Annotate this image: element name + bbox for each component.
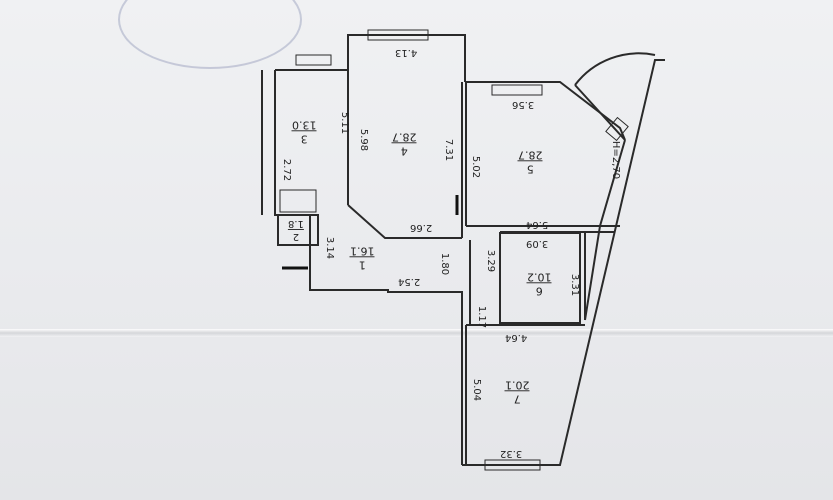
dim-5-04: 5.04 [471,378,483,402]
dim-3-56: 3.56 [512,99,535,110]
wall-room5-top [465,81,626,141]
room-area: 28.7 [518,148,543,162]
room-number: 3 [292,130,317,145]
room-2-label: 2 1.8 [288,218,304,242]
dim-1-17: 1.17 [476,305,488,329]
window-room4 [367,29,429,41]
room-number: 4 [392,142,417,157]
dim-7-31: 7.31 [443,138,455,162]
room-5-label: 5 28.7 [518,148,543,175]
room-4-label: 4 28.7 [392,130,417,157]
window-room7 [484,459,541,471]
dim-3-29: 3.29 [485,249,497,273]
dim-2-54: 2.54 [398,276,421,287]
room-3-label: 3 13.0 [292,118,317,145]
wall-right-inner [584,139,626,321]
room-area: 1.8 [288,218,304,230]
room-7-label: 7 20.1 [505,378,530,405]
dim-4-13: 4.13 [395,47,418,58]
wall-right-outer [462,59,665,466]
window-room3 [295,54,332,66]
wall-room4-bottom [347,204,462,239]
window-room5 [491,84,543,96]
balcony-line [574,84,626,141]
dim-4-64: 4.64 [505,332,528,343]
dim-3-32: 3.32 [500,448,523,459]
dim-3-31: 3.31 [569,273,581,297]
room-number: 2 [288,229,304,242]
dim-5-98: 5.98 [358,128,370,152]
wall-room2 [277,214,319,246]
room-number: 6 [527,282,552,297]
dim-5-64: 5.64 [526,219,549,230]
room-1-label: 1 16.1 [350,244,375,271]
stair-grid [279,189,317,213]
dim-1-80: 1.80 [439,252,451,276]
paper-fold [0,329,833,337]
ceiling-height-label: H=2,70 [610,140,622,180]
room-number: 7 [505,390,530,405]
room-area: 28.7 [392,130,417,144]
wall-room3-top [275,34,466,82]
balcony-arc [574,52,656,86]
room-6-label: 6 10.2 [527,270,552,297]
dim-3-14: 3.14 [324,236,336,260]
room-number: 1 [350,256,375,271]
window-balcony [605,116,629,142]
room-area: 13.0 [292,118,317,132]
dim-2-72: 2.72 [281,158,293,182]
room-area: 10.2 [527,270,552,284]
dim-5-11: 5.11 [339,111,351,135]
dim-2-66: 2.66 [410,222,433,233]
dim-3-09: 3.09 [526,238,549,249]
room-number: 5 [518,160,543,175]
room-area: 16.1 [350,244,375,258]
room-area: 20.1 [505,378,530,392]
dim-5-02: 5.02 [470,155,482,179]
